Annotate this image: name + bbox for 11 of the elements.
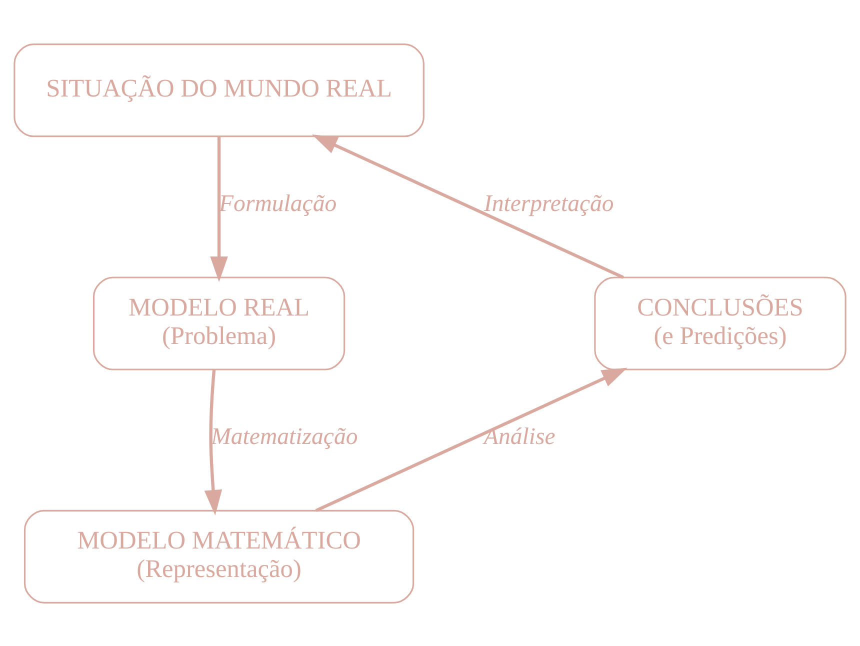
node-box: CONCLUSÕES (e Predições): [594, 276, 846, 370]
node-box: SITUAÇÃO DO MUNDO REAL: [14, 43, 424, 137]
edge-label: Formulação: [219, 190, 337, 216]
edge-label: Interpretação: [484, 190, 614, 216]
node-box: MODELO REAL (Problema): [92, 276, 346, 370]
node-box: MODELO MATEMÁTICO (Representação): [24, 509, 414, 603]
arrow: [204, 369, 222, 515]
arrow: [210, 136, 228, 282]
arrow: [315, 367, 628, 512]
arrow: [312, 134, 624, 278]
edge-label: Análise: [484, 424, 556, 450]
